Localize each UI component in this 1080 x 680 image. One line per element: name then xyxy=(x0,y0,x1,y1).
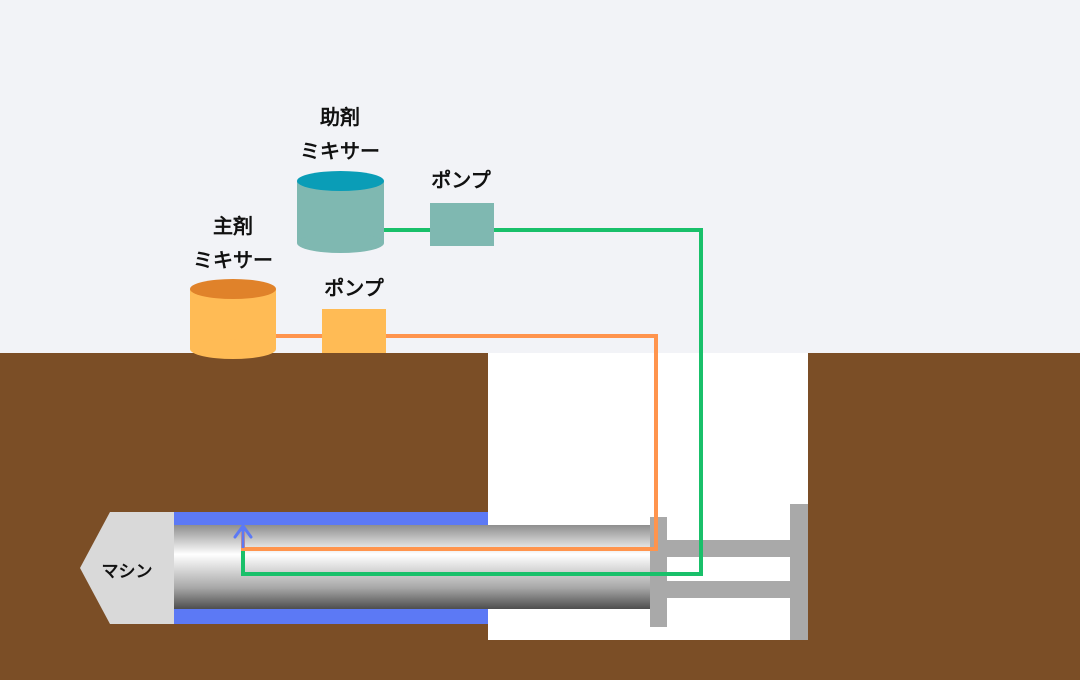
jack-rod-lower xyxy=(667,581,790,598)
jacking-pipe xyxy=(174,525,654,609)
sub-line-pump-to-machine xyxy=(241,228,703,576)
machine-label: マシン xyxy=(102,562,153,582)
sub-agent-mixer xyxy=(297,171,384,253)
sub-mixer-label-line1: 助剤 xyxy=(320,105,360,129)
main-mixer-label-line2: ミキサー xyxy=(193,248,273,272)
main-agent-mixer xyxy=(190,279,276,359)
main-agent-pump xyxy=(322,309,386,353)
reaction-wall xyxy=(790,504,808,640)
machine-head xyxy=(80,512,174,624)
sub-mixer-label-line2: ミキサー xyxy=(300,139,380,163)
main-mixer-label-line1: 主剤 xyxy=(213,214,253,238)
main-pump-label: ポンプ xyxy=(324,276,384,300)
sub-agent-pump xyxy=(430,203,494,246)
sub-pump-label: ポンプ xyxy=(431,168,491,192)
sky-background xyxy=(0,0,1080,353)
jack-rod-upper xyxy=(667,540,790,557)
